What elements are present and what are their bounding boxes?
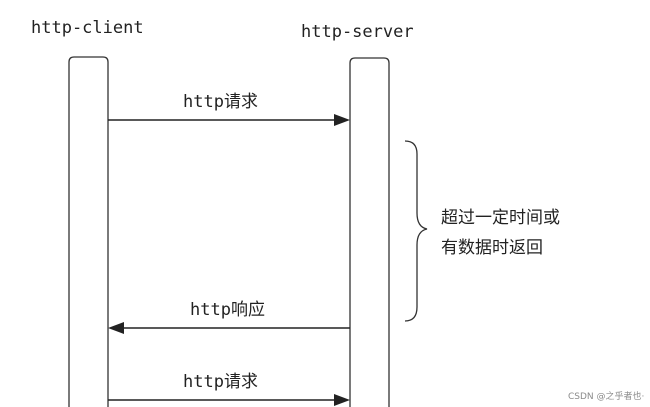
request-1-arrowhead	[334, 114, 350, 126]
participant-client-label: http-client	[31, 18, 144, 38]
response-arrowhead	[108, 322, 124, 334]
response-label: http响应	[190, 300, 265, 320]
request-2-arrowhead	[334, 394, 350, 406]
note-line-1: 超过一定时间或	[441, 208, 560, 228]
request-2-label: http请求	[183, 372, 258, 392]
server-lifeline	[349, 57, 390, 407]
participant-server-label: http-server	[301, 22, 414, 42]
note-line-2: 有数据时返回	[441, 238, 543, 258]
csdn-watermark: CSDN @之乎者也·	[568, 390, 644, 402]
wait-duration-brace	[404, 140, 428, 322]
request-1-label: http请求	[183, 92, 258, 112]
client-lifeline	[68, 56, 109, 407]
